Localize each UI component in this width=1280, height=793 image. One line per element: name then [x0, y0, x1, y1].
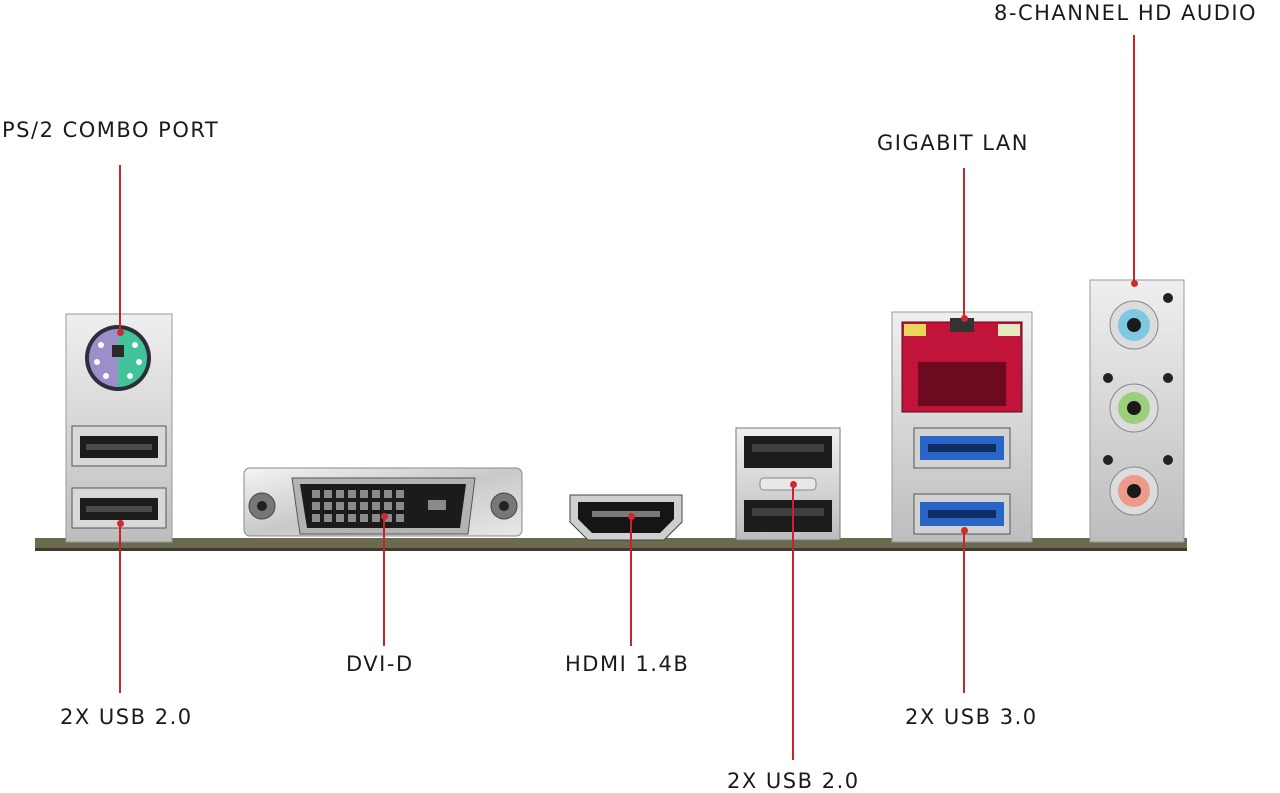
dvi-d-port: [243, 467, 523, 537]
leader-line-usb2-center: [792, 484, 794, 760]
hdmi-port: [569, 494, 683, 541]
leader-dot-usb2-left: [116, 519, 124, 527]
label-usb2-left: 2X USB 2.0: [60, 705, 193, 729]
leader-line-ps2: [119, 165, 121, 332]
leader-line-audio: [1133, 35, 1135, 283]
label-ps2-combo-port: PS/2 COMBO PORT: [2, 118, 220, 142]
leader-dot-usb2-center: [789, 480, 797, 488]
usb2-center-stack: [735, 427, 841, 541]
leader-dot-hdmi: [627, 512, 635, 520]
label-audio: 8-CHANNEL HD AUDIO: [994, 1, 1258, 25]
ps2-usb-stack: [65, 313, 173, 543]
label-gigabit-lan: GIGABIT LAN: [877, 131, 1029, 155]
leader-dot-usb3: [960, 526, 968, 534]
leader-dot-audio: [1130, 279, 1138, 287]
lan-usb3-stack: [891, 311, 1033, 543]
leader-line-lan: [963, 168, 965, 318]
leader-line-usb2-left: [119, 523, 121, 693]
leader-line-dvi: [383, 516, 385, 646]
label-hdmi: HDMI 1.4B: [565, 652, 690, 676]
audio-jack-stack: [1089, 279, 1185, 543]
leader-dot-dvi: [380, 512, 388, 520]
leader-dot-lan: [960, 314, 968, 322]
leader-line-usb3: [963, 530, 965, 693]
leader-dot-ps2: [116, 328, 124, 336]
label-usb2-center: 2X USB 2.0: [727, 769, 860, 793]
label-dvi-d: DVI-D: [346, 652, 414, 676]
leader-line-hdmi: [630, 516, 632, 646]
label-usb3: 2X USB 3.0: [905, 705, 1038, 729]
